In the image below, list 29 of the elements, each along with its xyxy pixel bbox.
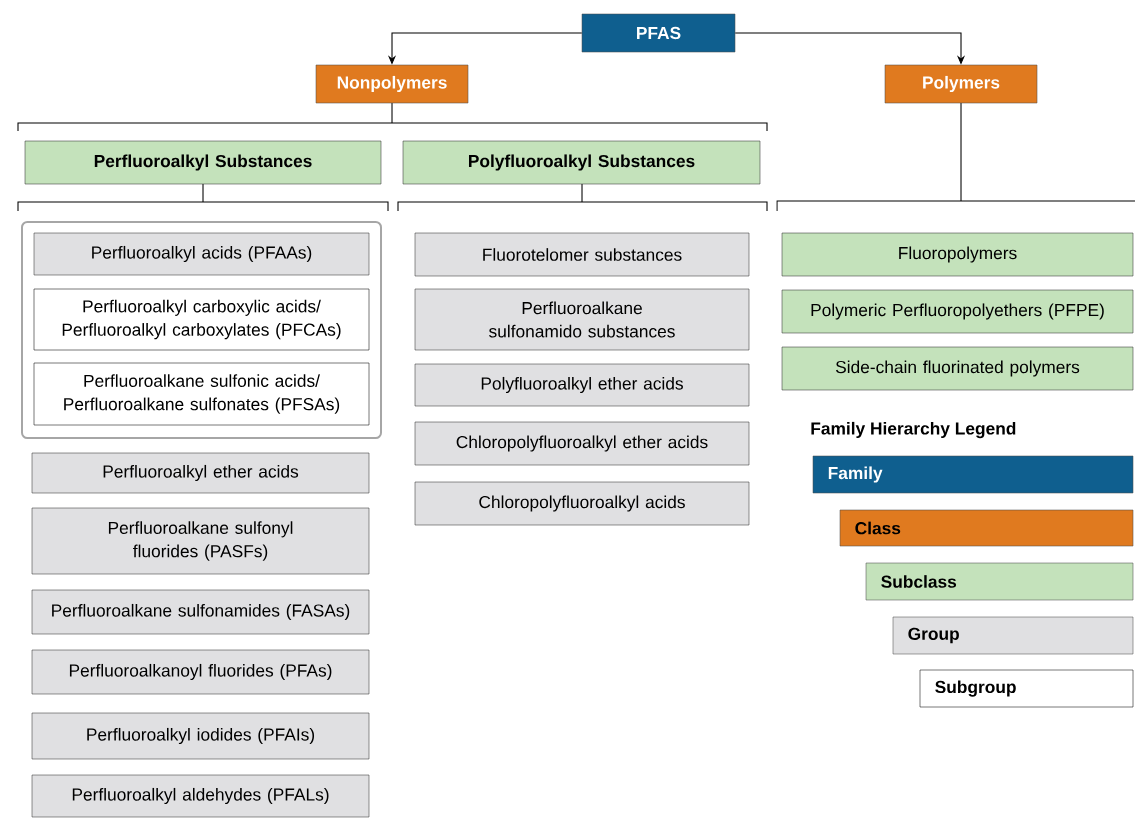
legend-key: Group [892, 616, 1134, 655]
group-box: Fluorotelomer substances [414, 232, 750, 277]
group-box: Perfluoroalkane sulfonamides (FASAs) [31, 589, 370, 635]
group-box: Perfluoroalkyl aldehydes (PFALs) [31, 774, 370, 818]
group-box: Perfluoroalkyl iodides (PFAIs) [31, 712, 370, 760]
legend-key: Subclass [865, 562, 1134, 601]
group-box: Polyfluoroalkyl ether acids [414, 363, 750, 407]
legend-key: Subgroup [919, 669, 1134, 708]
legend-key: Family [812, 455, 1134, 494]
legend-title: Family Hierarchy Legend [811, 421, 1016, 439]
group-box: Chloropolyfluoroalkyl ether acids [414, 421, 750, 466]
group-box: Perfluoroalkanoyl fluorides (PFAs) [31, 649, 370, 695]
group-box: Perfluoroalkyl ether acids [31, 452, 370, 494]
subclass-box: Fluoropolymers [781, 232, 1134, 277]
subgroup-box: Perfluoroalkane sulfonic acids/ Perfluoroalkane sulfonates (PFSAs) [33, 362, 370, 426]
subclass-box: Polymeric Perfluoropolyethers (PFPE) [781, 289, 1134, 334]
family-box: PFAS [581, 13, 736, 53]
subclass-box: Side-chain fluorinated polymers [781, 346, 1134, 391]
group-box: Perfluoroalkane sulfonamido substances [414, 288, 750, 351]
group-frame [21, 221, 382, 439]
subclass-box: Polyfluoroalkyl Substances [402, 140, 761, 185]
class-box: Nonpolymers [315, 64, 469, 104]
legend-key: Class [839, 509, 1134, 547]
class-box: Polymers [884, 64, 1038, 104]
group-box: Perfluoroalkane sulfonyl fluorides (PASFs) [31, 507, 370, 575]
group-box: Perfluoroalkyl acids (PFAAs) [33, 232, 370, 276]
group-box: Chloropolyfluoroalkyl acids [414, 481, 750, 526]
subclass-box: Perfluoroalkyl Substances [24, 140, 382, 185]
subgroup-box: Perfluoroalkyl carboxylic acids/ Perfluoroalkyl carboxylates (PFCAs) [33, 288, 370, 351]
